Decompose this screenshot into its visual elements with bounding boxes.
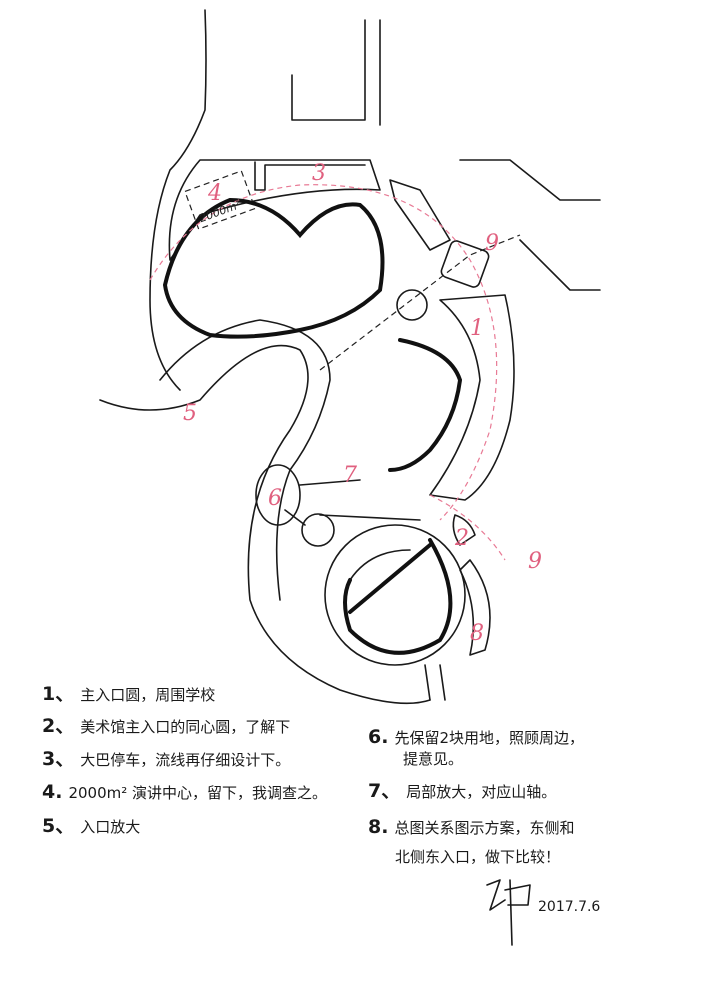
zone-4-box [184, 170, 256, 230]
road-curve-inner [159, 319, 331, 601]
road-edge [149, 9, 207, 391]
zone-number: 2 [454, 526, 469, 551]
zone-number: 7 [343, 463, 357, 488]
building-8 [459, 559, 491, 656]
note-3: 3、大巴停车，流线再仔细设计下。 [42, 748, 291, 770]
zone-8-chord [348, 543, 432, 614]
building-2 [452, 514, 476, 546]
zone-number: 1 [470, 316, 484, 341]
building-detail [254, 161, 366, 191]
zone-number: 9 [485, 231, 499, 256]
axis-line [319, 234, 521, 371]
zone-number: 4 [207, 181, 222, 206]
note-4: 4.2000m² 演讲中心，留下，我调查之。 [42, 781, 328, 803]
lake-east-outline [388, 338, 463, 472]
zone-number: 3 [312, 161, 326, 186]
building-north-east [389, 179, 451, 251]
note-8-cont: 北侧东入口，做下比较！ [395, 848, 561, 866]
south-path [424, 664, 446, 701]
note-2: 2、美术馆主入口的同心圆，了解下 [42, 715, 291, 737]
building-3 [168, 159, 381, 261]
building-1 [429, 294, 515, 501]
zone-number: 5 [183, 401, 197, 426]
building-outline [291, 19, 381, 126]
building-9 [440, 240, 490, 288]
note-7: 7、局部放大，对应山轴。 [368, 780, 557, 802]
roundabout [396, 289, 428, 321]
zone-number: 6 [268, 486, 282, 511]
axis-arc-south [429, 494, 506, 561]
zone-8-circle [324, 524, 466, 666]
note-8: 8.总图关系图示方案，东侧和 [368, 816, 575, 838]
small-circle [301, 513, 335, 547]
building-top-right [459, 159, 601, 291]
road-curve [99, 344, 431, 705]
note-1: 1、主入口圆，周围学校 [42, 683, 216, 705]
zone-8-seating [349, 549, 411, 581]
note-6: 6.先保留2块用地，照顾周边， [368, 726, 584, 748]
zone-number: 8 [470, 621, 484, 646]
lake-outline [162, 197, 385, 339]
signature [486, 879, 531, 946]
note-5: 5、入口放大 [42, 815, 141, 837]
connectors [284, 479, 421, 526]
zone-number: 9 [528, 549, 542, 574]
zone-8-bold-arc [343, 538, 453, 655]
note-6-cont: 提意见。 [403, 750, 464, 768]
zone-6-circle [255, 464, 301, 526]
axis-arc [149, 184, 498, 521]
signature-date: 2017.7.6 [538, 899, 601, 915]
